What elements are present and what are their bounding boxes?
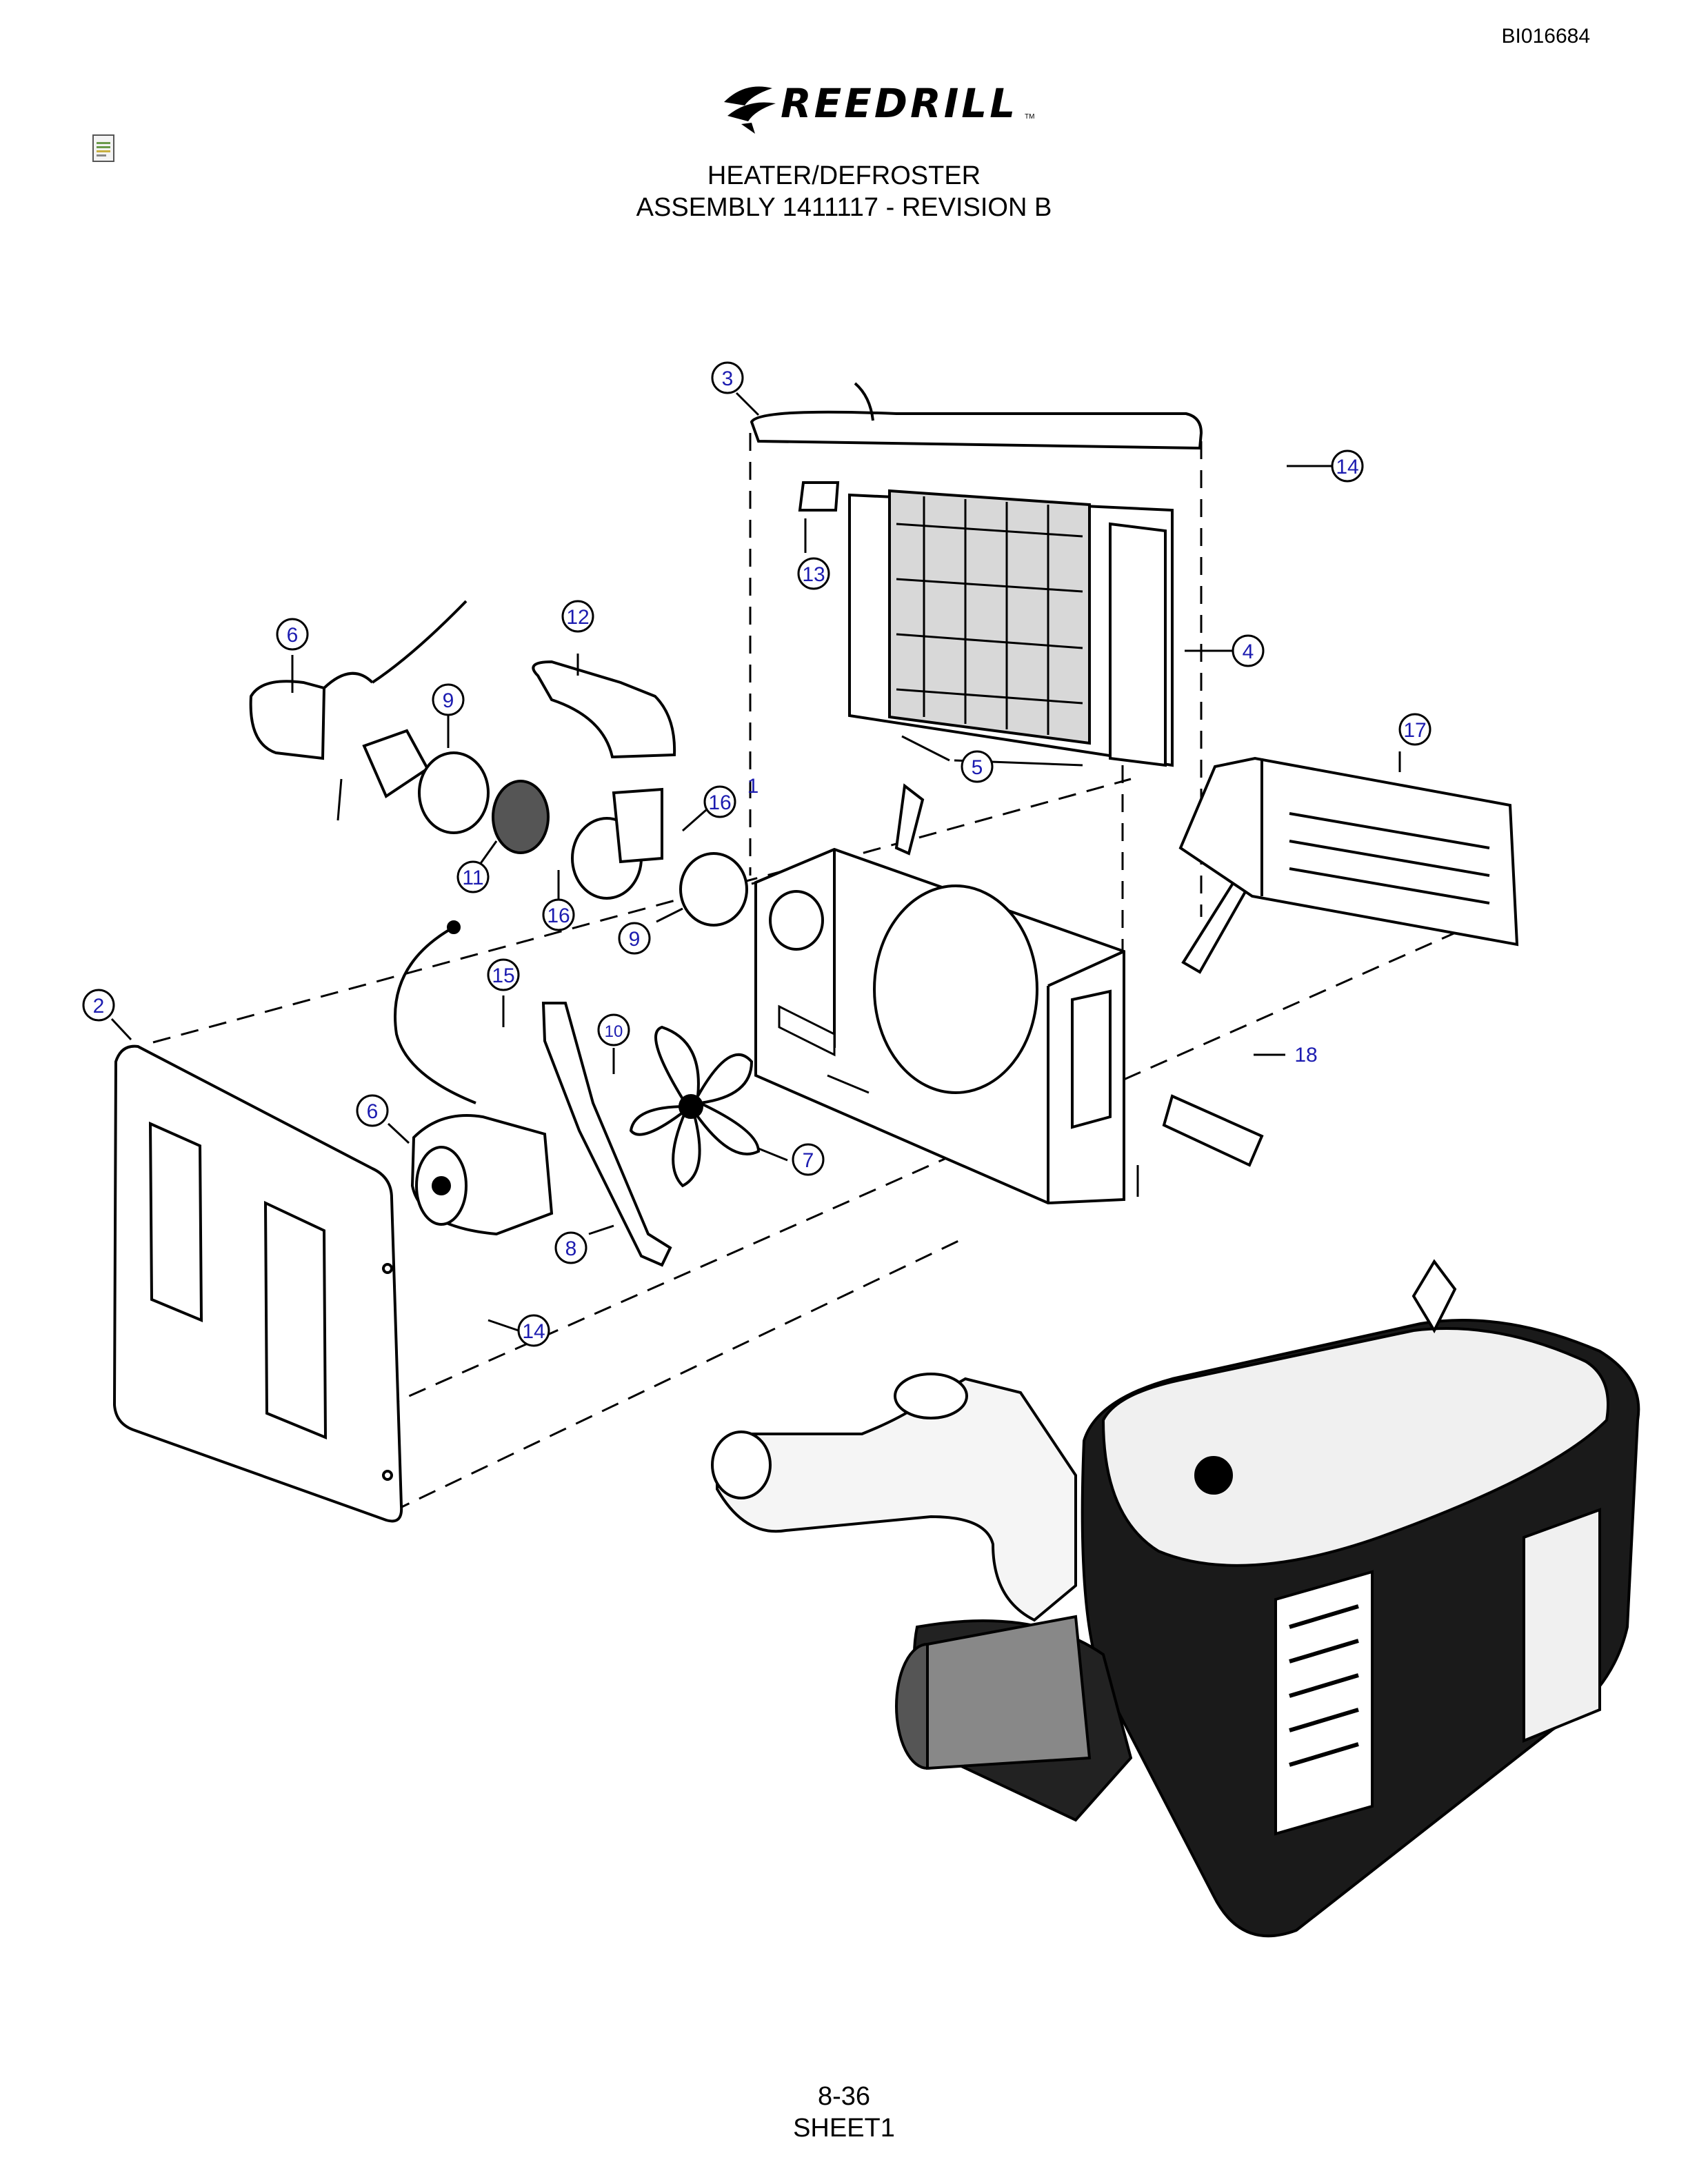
title-line-1: HEATER/DEFROSTER bbox=[707, 161, 981, 190]
callout-circle-8 bbox=[554, 1231, 587, 1264]
outer-cover-panel bbox=[112, 1044, 403, 1523]
drill-bit-icon bbox=[724, 86, 776, 134]
part-callouts bbox=[82, 361, 1431, 1347]
callout-16-top: 16 bbox=[708, 791, 731, 814]
reedrill-logo: REEDRILL TM bbox=[717, 74, 1034, 136]
callout-11: 11 bbox=[462, 867, 483, 889]
callout-3: 3 bbox=[722, 367, 734, 390]
callout-10: 10 bbox=[605, 1022, 623, 1041]
callout-8: 8 bbox=[565, 1237, 577, 1260]
callout-circle-9-top bbox=[432, 683, 465, 716]
blower-assembly-upper bbox=[249, 600, 748, 927]
callout-1: 1 bbox=[747, 775, 759, 798]
callout-circle-14-low bbox=[517, 1314, 550, 1347]
callout-9-top: 9 bbox=[443, 689, 454, 712]
callout-circle-15 bbox=[487, 958, 520, 991]
callout-16-low: 16 bbox=[547, 904, 570, 927]
callout-circle-10 bbox=[597, 1013, 630, 1046]
callout-18: 18 bbox=[1294, 1044, 1317, 1066]
callout-circle-16-top bbox=[703, 785, 736, 818]
callout-6-low: 6 bbox=[367, 1100, 379, 1123]
callout-circle-16-low bbox=[542, 898, 575, 931]
brand-name: REEDRILL bbox=[781, 80, 1018, 127]
sheet-label: SHEET1 bbox=[793, 2114, 895, 2143]
callout-circle-6-top bbox=[276, 618, 309, 651]
callout-5: 5 bbox=[972, 756, 983, 779]
callout-circle-11 bbox=[456, 860, 490, 893]
trademark: TM bbox=[1025, 113, 1035, 121]
callout-circle-17 bbox=[1398, 713, 1431, 746]
callout-circle-4 bbox=[1232, 634, 1265, 667]
callout-circle-3 bbox=[711, 361, 744, 394]
assembled-heater-view bbox=[711, 1259, 1640, 1938]
callout-circle-13 bbox=[797, 557, 830, 590]
callout-circle-5 bbox=[961, 750, 994, 783]
callout-2: 2 bbox=[93, 995, 105, 1018]
callout-13: 13 bbox=[802, 563, 825, 586]
document-id: BI016684 bbox=[1501, 25, 1590, 48]
page-number: 8-36 bbox=[817, 2082, 871, 2111]
callout-6-top: 6 bbox=[287, 624, 299, 647]
callout-12: 12 bbox=[566, 606, 589, 629]
callout-17: 17 bbox=[1403, 719, 1426, 742]
callout-labels: 1 2 3 4 5 6 6 7 8 9 9 10 11 12 13 14 14 … bbox=[93, 367, 1427, 1343]
callout-4: 4 bbox=[1243, 640, 1254, 663]
callout-circle-12 bbox=[561, 600, 594, 633]
callout-circle-6-low bbox=[356, 1094, 389, 1127]
heater-core bbox=[848, 489, 1174, 767]
document-icon[interactable] bbox=[91, 134, 119, 164]
callout-9-low: 9 bbox=[629, 928, 641, 951]
callout-7: 7 bbox=[803, 1149, 814, 1172]
callout-circle-7 bbox=[792, 1143, 825, 1176]
outlet-louver bbox=[1178, 756, 1519, 947]
callout-circle-14-top bbox=[1331, 449, 1364, 483]
callout-14-low: 14 bbox=[522, 1320, 545, 1343]
housing-box bbox=[754, 847, 1125, 1205]
callout-14-top: 14 bbox=[1336, 456, 1358, 478]
callout-circle-2 bbox=[82, 989, 115, 1022]
title-line-2: ASSEMBLY 1411117 - REVISION B bbox=[636, 193, 1052, 222]
callout-15: 15 bbox=[492, 964, 514, 987]
callout-circle-9-low bbox=[618, 922, 651, 955]
blower-assembly-lower bbox=[394, 920, 761, 1267]
top-cover bbox=[750, 382, 1203, 512]
